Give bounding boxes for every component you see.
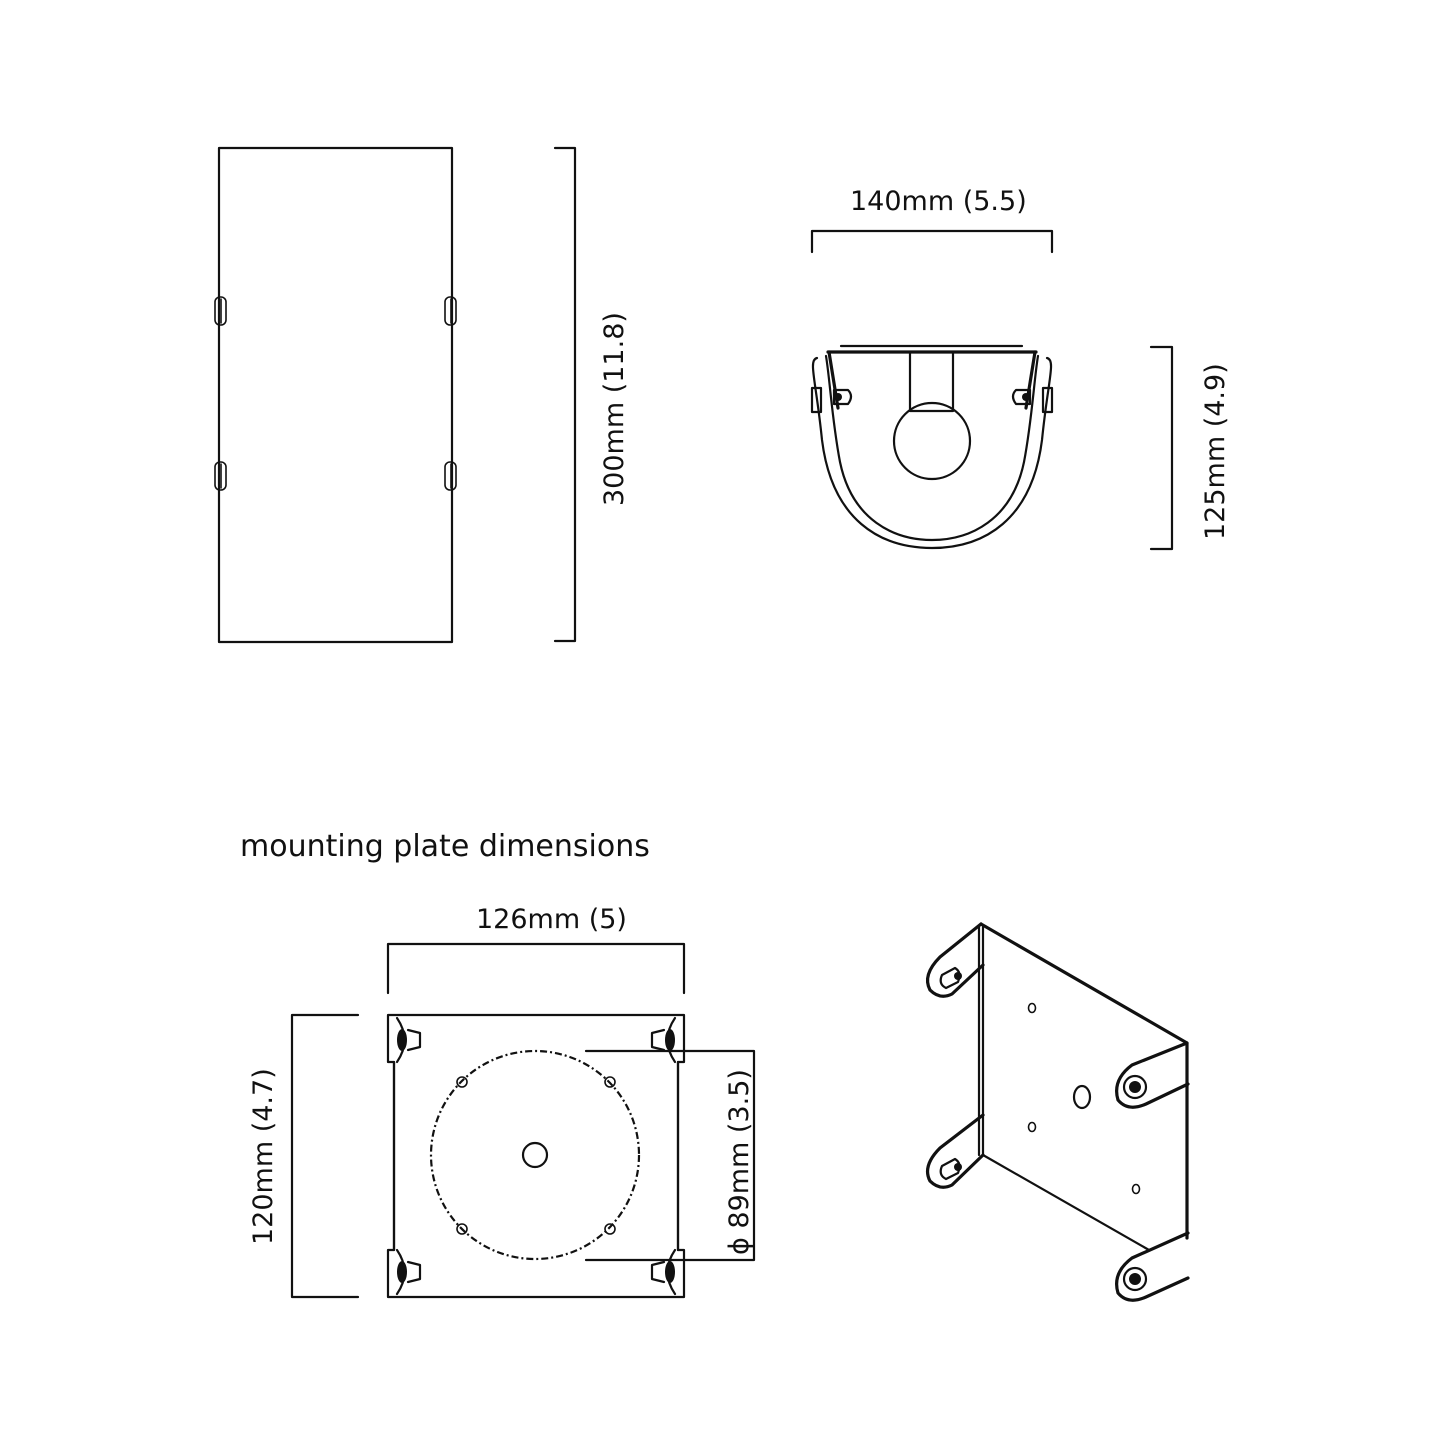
bracket-knobs	[810, 386, 1054, 414]
lamp-globe	[892, 401, 972, 481]
top-height-label: 125mm (4.9)	[1200, 363, 1231, 540]
plate-width-bracket	[386, 942, 686, 995]
bolt-circle	[429, 1049, 641, 1261]
mounting-plate-isometric-view	[926, 922, 1190, 1302]
top-height-dimension-bracket	[1149, 345, 1174, 551]
corner-studs	[395, 1016, 677, 1296]
center-hole	[521, 1141, 549, 1169]
fixture-body-outline	[217, 146, 454, 644]
section-title: mounting plate dimensions	[240, 829, 650, 864]
plate-top-edge	[979, 922, 1189, 1240]
width-dimension-bracket	[810, 229, 1054, 254]
plate-height-bracket	[290, 1013, 360, 1299]
diameter-label: ϕ 89mm (3.5)	[724, 1069, 755, 1255]
u-bracket-outer	[811, 356, 1053, 550]
plate-width-label: 126mm (5)	[476, 904, 627, 935]
top-width-label: 140mm (5.5)	[850, 186, 1027, 217]
height-dimension-bracket	[553, 146, 577, 643]
side-clips	[214, 296, 457, 491]
mounting-plate-front-view: 126mm (5) 120mm (4.7)	[248, 904, 756, 1299]
plate-height-label: 120mm (4.7)	[248, 1068, 279, 1245]
side-height-label: 300mm (11.8)	[599, 312, 630, 506]
side-view: 300mm (11.8)	[214, 146, 630, 644]
top-view: 140mm (5.5) 125mm (4.9)	[810, 186, 1231, 551]
diameter-bracket	[584, 1049, 756, 1262]
